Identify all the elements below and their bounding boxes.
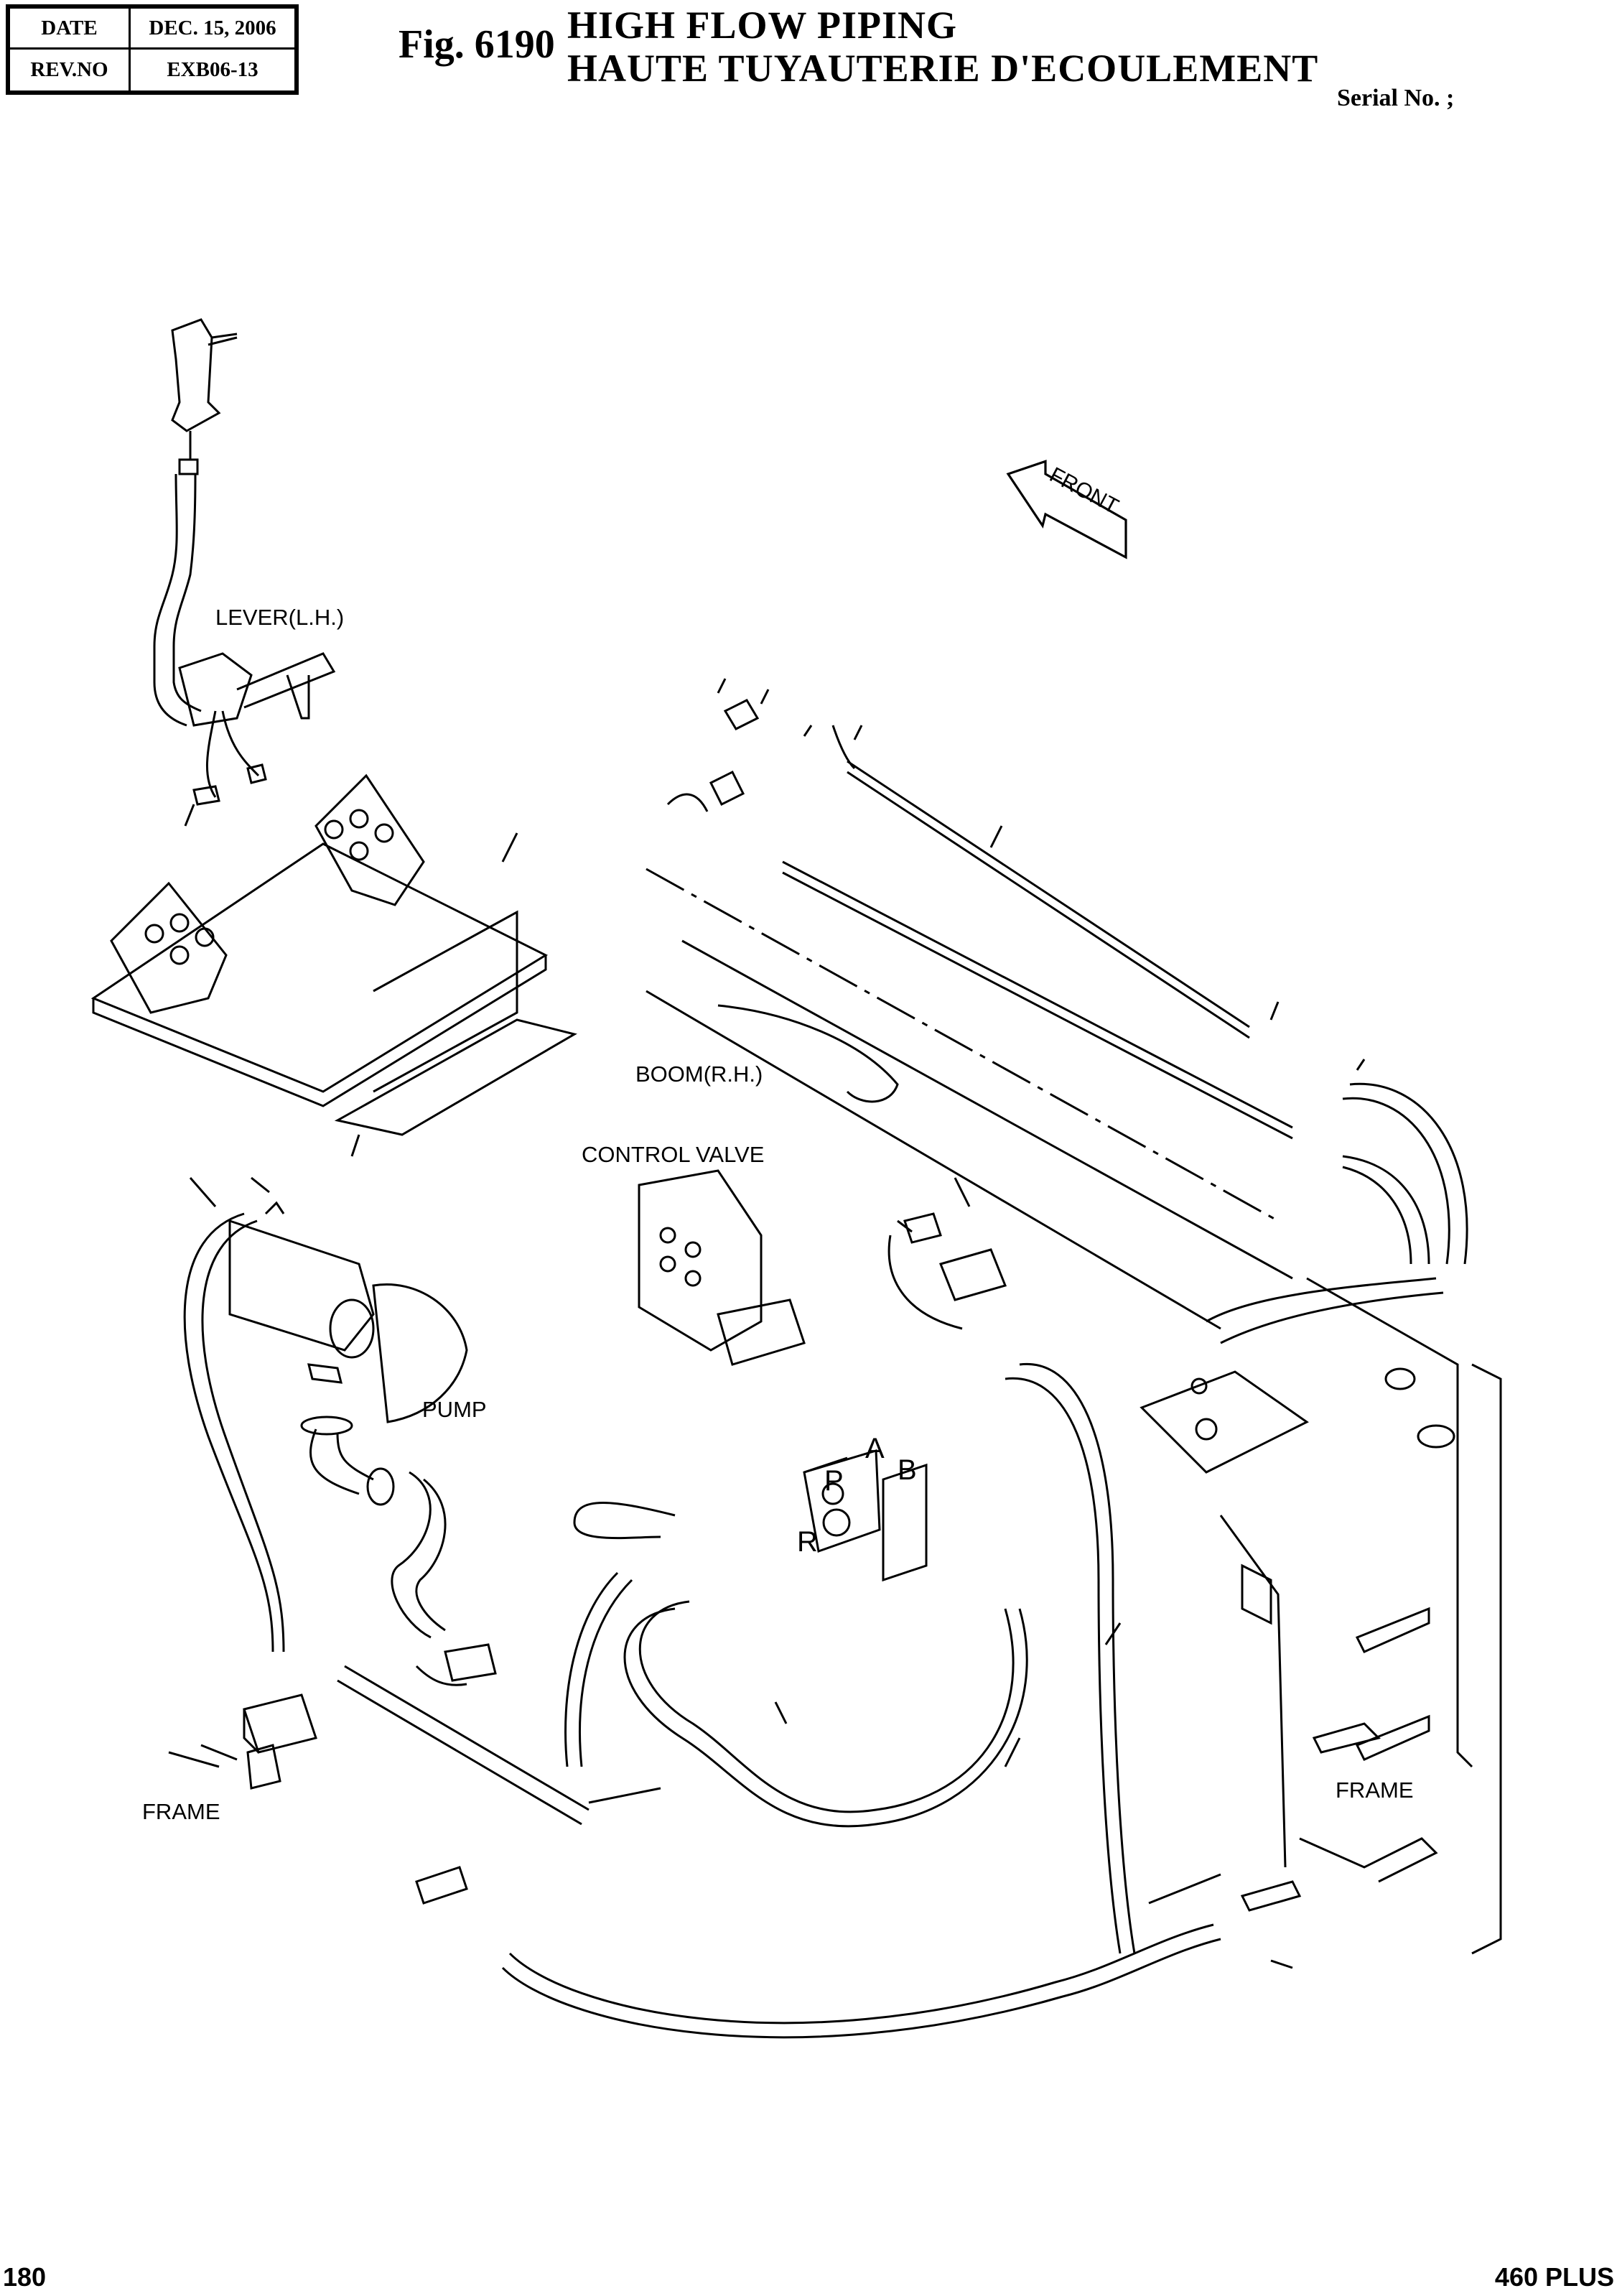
pedal-platform	[90, 773, 577, 1157]
port-r-label: R	[797, 1526, 818, 1558]
leader-lines	[168, 336, 1366, 1969]
revision-table: DATE DEC. 15, 2006 REV.NO EXB06-13	[6, 4, 299, 95]
front-direction-arrow: FRONT	[991, 445, 1134, 575]
electrical-connector	[887, 1212, 1007, 1330]
date-label: DATE	[10, 9, 131, 50]
model-name: 460 PLUS	[1494, 2262, 1614, 2292]
center-hoses	[564, 1362, 1136, 1954]
joystick-lever	[153, 318, 336, 827]
page-number: 180	[3, 2262, 47, 2292]
port-p-label: P	[824, 1465, 844, 1497]
label-boom: BOOM(R.H.)	[635, 1061, 763, 1087]
hose-left-long	[183, 1201, 285, 1653]
title-english: HIGH FLOW PIPING	[567, 4, 958, 47]
pump	[228, 1219, 468, 1423]
manifold-block	[243, 1643, 497, 1790]
label-frame-left: FRAME	[142, 1799, 220, 1824]
date-value: DEC. 15, 2006	[131, 9, 294, 50]
return-hose	[337, 1665, 1221, 2039]
label-control-valve: CONTROL VALVE	[582, 1142, 765, 1167]
suction-hose	[300, 1416, 447, 1639]
valve-plate	[1140, 1370, 1309, 1474]
arrow-icon: FRONT	[1006, 460, 1127, 559]
upper-hoses	[666, 699, 1468, 1344]
rev-label: REV.NO	[10, 50, 131, 90]
figure-number: Fig. 6190	[399, 22, 555, 67]
diverter-valve-block	[803, 1449, 928, 1582]
title-french: HAUTE TUYAUTERIE D'ECOULEMENT	[567, 47, 1319, 90]
serial-number: Serial No. ;	[1337, 85, 1455, 111]
rev-value: EXB06-13	[167, 58, 258, 81]
label-pump: PUMP	[422, 1397, 487, 1422]
label-lever: LEVER(L.H.)	[215, 605, 345, 630]
port-a-label: A	[865, 1433, 885, 1464]
control-valve	[638, 1169, 806, 1366]
label-frame-right: FRAME	[1336, 1777, 1414, 1803]
boom-outline	[646, 868, 1293, 1330]
port-b-label: B	[898, 1454, 917, 1486]
frame-structure	[1148, 1277, 1502, 1955]
